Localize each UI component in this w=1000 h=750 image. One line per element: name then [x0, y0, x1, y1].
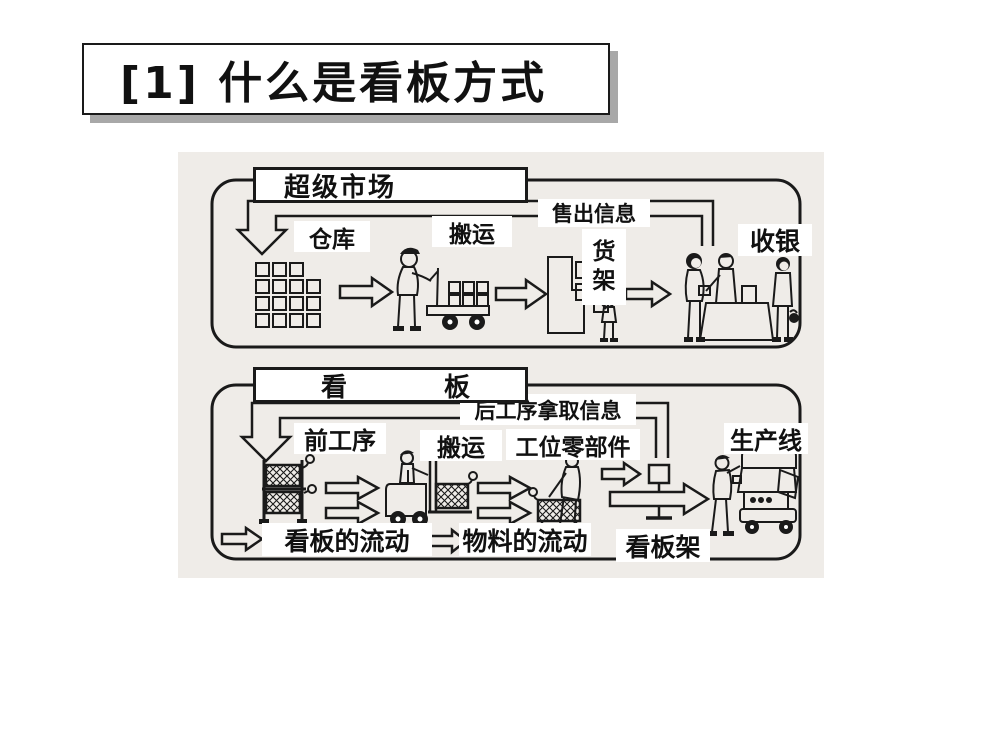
warehouse-label: 仓库: [294, 221, 370, 253]
cashier-label: 收银: [738, 224, 812, 256]
shelf-label-char2: 架: [592, 268, 616, 294]
warehouse-boxes-icon: [255, 262, 321, 328]
shelf-label: 货 架: [582, 229, 626, 305]
material-flow-arrow-icon: [608, 481, 711, 517]
material-flow-arrow-icon: [324, 499, 381, 527]
kanban-flow-legend-arrow-icon: [220, 525, 265, 553]
forklift-icon: [385, 450, 478, 527]
kanban-flow-label: 看板的流动: [262, 523, 432, 556]
cart-worker-icon: [393, 247, 490, 331]
material-flow-arrow-icon: [476, 499, 533, 527]
cashier-scene-icon: [684, 253, 799, 342]
shelf-label-char1: 货: [592, 239, 616, 266]
material-flow-label: 物料的流动: [459, 523, 591, 556]
flow-arrow-icon: [494, 277, 549, 311]
flow-arrow-icon: [338, 275, 395, 309]
production-line-label: 生产线: [724, 423, 808, 455]
flow-arrow-icon: [624, 279, 673, 309]
kanban-rack-label: 看板架: [616, 529, 710, 562]
transport-label-top: 搬运: [432, 216, 512, 248]
page-title: [1] 什么是看板方式: [82, 43, 610, 115]
transport-label-bottom: 搬运: [420, 430, 502, 462]
kanban-flow-arrow-icon: [324, 474, 381, 502]
kanban-title-char2: 板: [443, 372, 470, 403]
kanban-panel-title: 看 板: [253, 367, 528, 403]
flow-arrow-icon: [600, 460, 643, 488]
previous-process-label: 前工序: [294, 423, 386, 455]
kanban-rack-icon: [259, 454, 317, 524]
supermarket-panel-title: 超级市场: [253, 167, 528, 203]
production-line-icon: [706, 448, 800, 536]
sales-info-label: 售出信息: [538, 199, 650, 227]
kanban-flow-arrow-icon: [476, 474, 533, 502]
kanban-title-char1: 看: [321, 372, 348, 403]
station-parts-label: 工位零部件: [506, 429, 640, 461]
